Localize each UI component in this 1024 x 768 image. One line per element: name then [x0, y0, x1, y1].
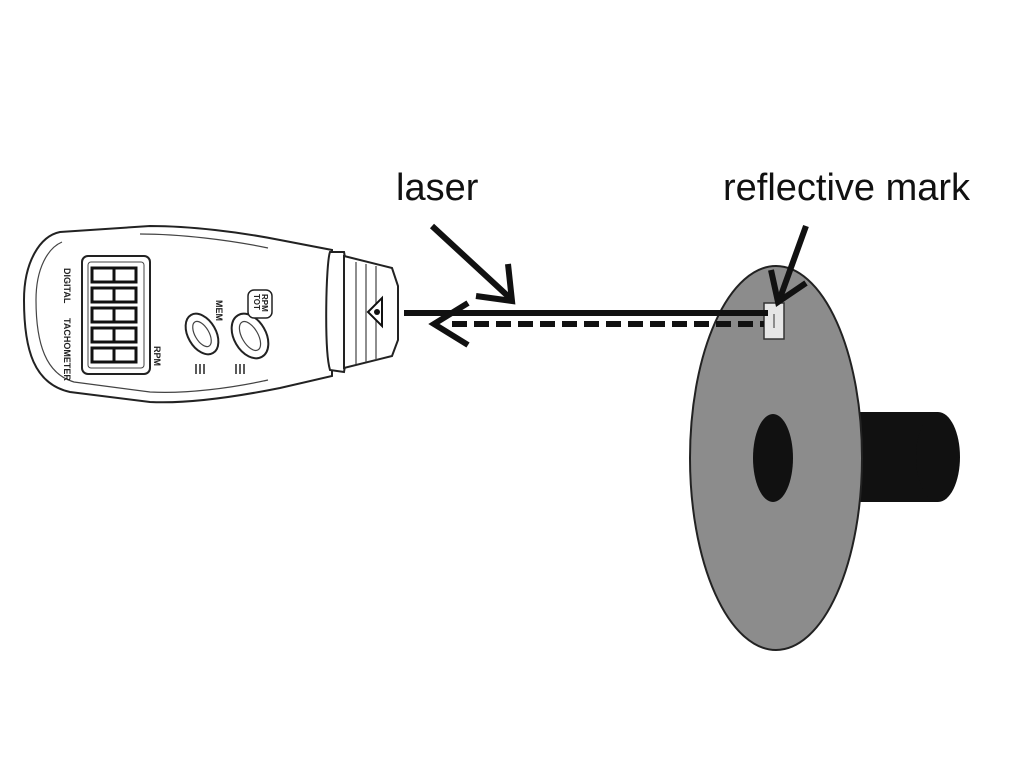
mem-button-label: MEM [214, 300, 224, 321]
laser-pointer-line [429, 223, 513, 301]
mode-button-label-top: RPM [260, 294, 269, 312]
mode-button-label-bottom: TOT [252, 294, 261, 310]
device-name-line2: TACHOMETER [62, 318, 72, 381]
device-display [81, 255, 151, 375]
return-arrowhead [428, 300, 470, 348]
laser-beam-group [404, 300, 768, 348]
laser-callout: laser [396, 167, 516, 305]
reflective-mark-callout: reflective mark [723, 167, 971, 307]
shaft [860, 412, 960, 502]
display-digits [90, 266, 138, 364]
mem-button[interactable] [179, 308, 225, 360]
reflective-mark-label: reflective mark [723, 167, 971, 209]
digital-tachometer: DIGITAL TACHOMETER RPM MEM RPM TOT [22, 224, 399, 404]
reflective-mark-pointer-arrowhead [768, 269, 808, 307]
laser-pointer-arrowhead [475, 263, 516, 305]
laser-warning-triangle-icon [366, 295, 383, 329]
laser-label: laser [396, 167, 479, 209]
device-unit-label: RPM [152, 346, 162, 366]
device-name-line1: DIGITAL [62, 268, 72, 304]
grip-marks [195, 364, 245, 374]
reflective-mark-pointer-line [777, 224, 809, 300]
mode-button[interactable] [224, 307, 276, 365]
rotating-disc [689, 265, 863, 651]
disc-hub-hole [753, 414, 793, 502]
mode-button-label-box [247, 289, 273, 319]
